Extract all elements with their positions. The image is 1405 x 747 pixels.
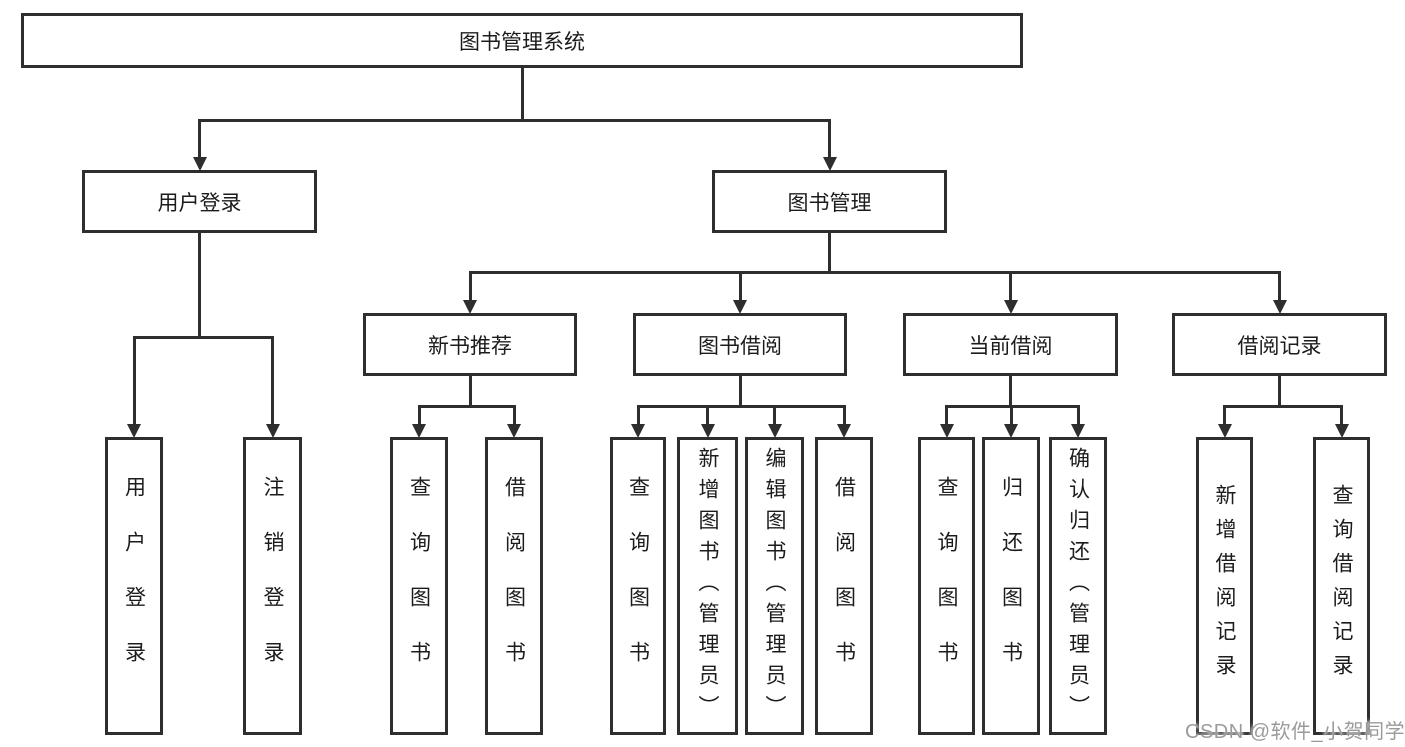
node-login: 用户登录 xyxy=(105,437,163,735)
node-label: 新增图书（管理员） xyxy=(696,446,719,726)
node-return-books: 归还图书 xyxy=(982,437,1040,735)
connector-stem xyxy=(828,233,831,274)
arrowhead-down-icon xyxy=(127,424,141,438)
connector-drop xyxy=(1278,272,1281,301)
node-label: 用户登录 xyxy=(122,476,146,696)
arrowhead-down-icon xyxy=(767,424,782,438)
node-book-mgmt: 图书管理 xyxy=(712,170,947,233)
arrowhead-down-icon xyxy=(1003,300,1018,314)
node-confirm-return-admin: 确认归还（管理员） xyxy=(1049,437,1107,735)
node-label: 借阅图书 xyxy=(502,476,526,696)
node-label: 借阅图书 xyxy=(832,476,856,696)
connector-drop xyxy=(1340,406,1343,425)
arrowhead-down-icon xyxy=(700,424,715,438)
connector-bus xyxy=(1223,404,1343,408)
connector-drop xyxy=(636,406,640,425)
watermark-csdn: CSDN @软件_小贺同学 xyxy=(1185,721,1405,743)
connector-drop xyxy=(198,120,201,158)
node-label: 编辑图书（管理员） xyxy=(763,446,786,726)
node-label: 注销登录 xyxy=(261,476,284,696)
connector-drop xyxy=(773,406,776,425)
connector-drop xyxy=(1076,406,1080,425)
node-label: 归还图书 xyxy=(999,476,1023,696)
arrowhead-down-icon xyxy=(265,424,280,438)
arrowhead-down-icon xyxy=(1334,424,1349,438)
node-label: 图书管理 xyxy=(787,191,872,215)
node-label: 图书管理系统 xyxy=(459,30,585,54)
arrowhead-down-icon xyxy=(631,424,645,438)
arrowhead-down-icon xyxy=(939,424,954,438)
node-label: 查询借阅记录 xyxy=(1330,484,1353,688)
node-label: 确认归还（管理员） xyxy=(1066,446,1090,726)
node-add-books-admin: 新增图书（管理员） xyxy=(677,437,738,735)
node-new-books: 新书推荐 xyxy=(363,313,577,376)
connector-drop xyxy=(1223,406,1226,425)
node-label: 查询图书 xyxy=(407,476,431,696)
node-query-borrow-record: 查询借阅记录 xyxy=(1313,437,1370,735)
connector-bus xyxy=(132,335,274,339)
node-borrow-books-new: 借阅图书 xyxy=(485,437,543,735)
node-logout: 注销登录 xyxy=(243,437,302,735)
connector-stem xyxy=(738,376,742,408)
arrowhead-down-icon xyxy=(837,424,851,438)
arrowhead-down-icon xyxy=(733,300,747,314)
connector-drop xyxy=(842,406,846,425)
connector-stem xyxy=(468,376,472,408)
node-user-login: 用户登录 xyxy=(82,170,317,233)
node-label: 查询图书 xyxy=(935,476,958,696)
node-label: 用户登录 xyxy=(157,191,242,215)
node-add-borrow-record: 新增借阅记录 xyxy=(1196,437,1253,735)
arrowhead-down-icon xyxy=(1004,424,1018,438)
connector-drop xyxy=(271,337,274,425)
node-label: 查询图书 xyxy=(626,476,650,696)
node-label: 当前借阅 xyxy=(968,334,1053,358)
node-query-books-new: 查询图书 xyxy=(390,437,448,735)
arrowhead-down-icon xyxy=(507,424,521,438)
node-edit-books-admin: 编辑图书（管理员） xyxy=(745,437,804,735)
node-label: 新增借阅记录 xyxy=(1213,484,1236,688)
connector-drop xyxy=(828,120,831,158)
connector-drop xyxy=(512,406,516,425)
node-root: 图书管理系统 xyxy=(21,13,1023,68)
connector-drop xyxy=(738,272,742,301)
arrowhead-down-icon xyxy=(1071,424,1085,438)
node-borrow-books: 借阅图书 xyxy=(815,437,873,735)
connector-stem xyxy=(1278,376,1281,408)
connector-stem xyxy=(1009,376,1012,408)
arrowhead-down-icon xyxy=(1272,300,1287,314)
node-label: 借阅记录 xyxy=(1237,334,1322,358)
connector-bus xyxy=(198,118,831,122)
node-query-books-current: 查询图书 xyxy=(918,437,975,735)
connector-stem xyxy=(198,233,201,339)
arrowhead-down-icon xyxy=(192,157,207,171)
connector-drop xyxy=(1009,272,1012,301)
node-label: 图书借阅 xyxy=(698,334,782,358)
connector-stem xyxy=(520,68,524,122)
node-current-borrow: 当前借阅 xyxy=(903,313,1118,376)
connector-bus xyxy=(417,404,516,408)
connector-drop xyxy=(1009,406,1013,425)
connector-drop xyxy=(468,272,472,301)
connector-drop xyxy=(706,406,709,425)
arrowhead-down-icon xyxy=(412,424,426,438)
node-book-borrow: 图书借阅 xyxy=(633,313,847,376)
arrowhead-down-icon xyxy=(463,300,477,314)
node-query-books-borrow: 查询图书 xyxy=(610,437,666,735)
connector-drop xyxy=(945,406,948,425)
node-borrow-records: 借阅记录 xyxy=(1172,313,1387,376)
connector-drop xyxy=(417,406,421,425)
node-label: 新书推荐 xyxy=(428,334,512,358)
arrowhead-down-icon xyxy=(1217,424,1232,438)
connector-drop xyxy=(132,337,136,425)
connector-bus xyxy=(468,270,1281,274)
arrowhead-down-icon xyxy=(822,157,837,171)
connector-bus xyxy=(636,404,846,408)
